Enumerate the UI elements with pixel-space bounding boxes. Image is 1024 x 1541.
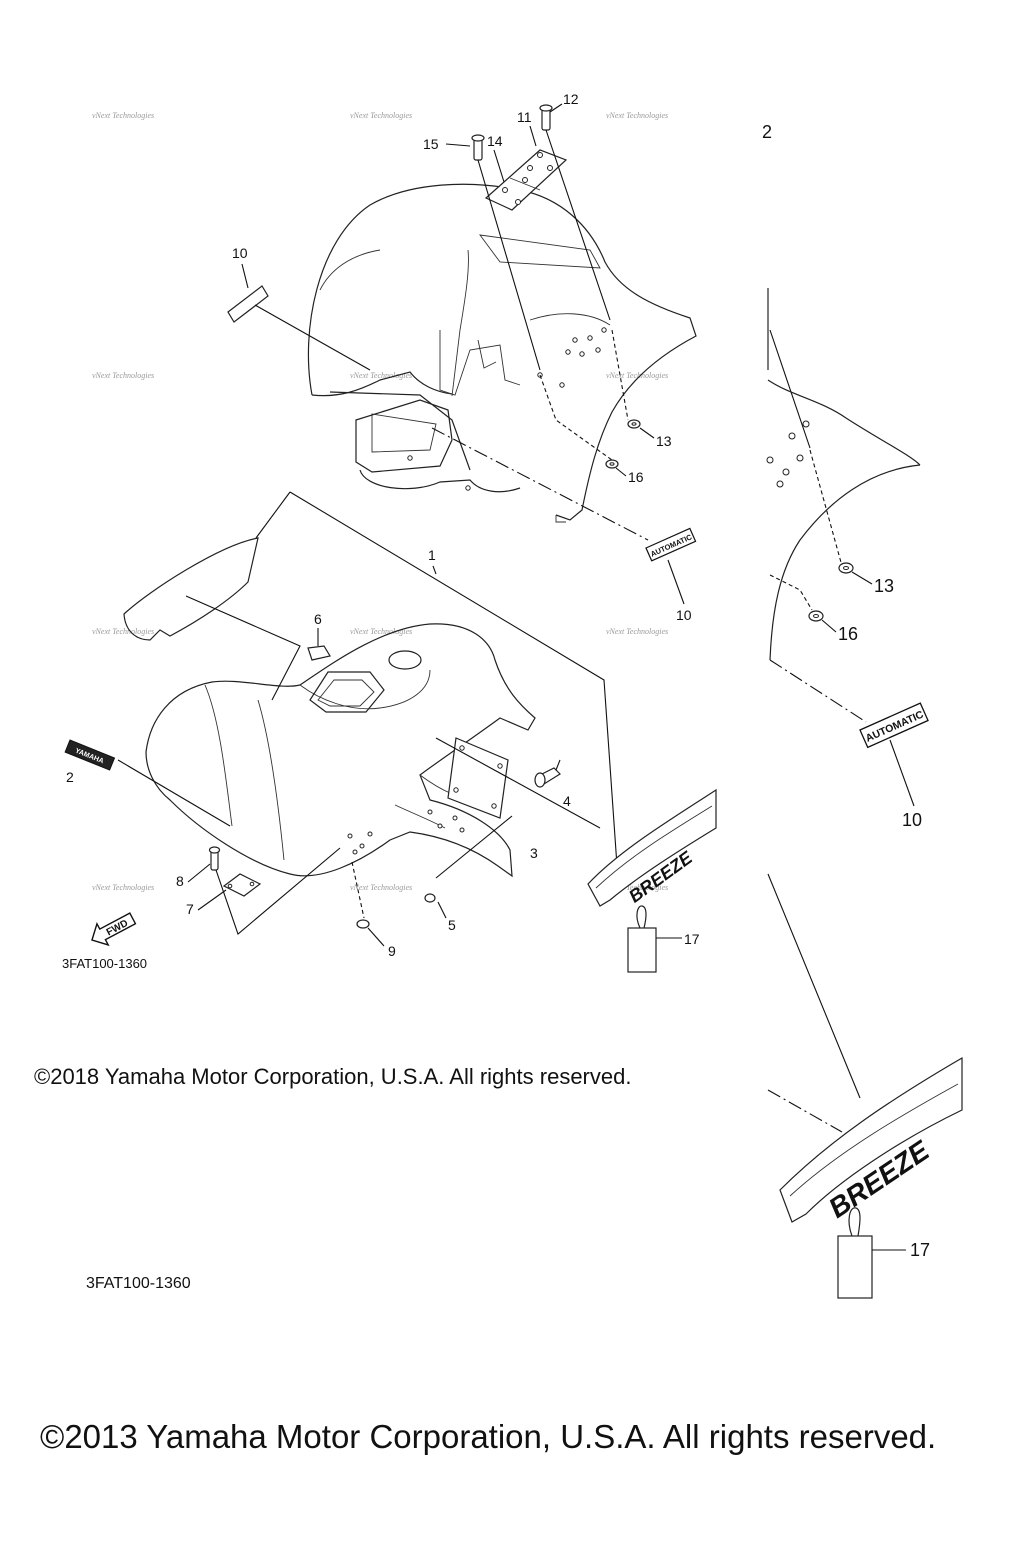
watermark: vNext Technologies — [92, 627, 154, 636]
ref-line-2 — [117, 759, 231, 827]
watermark: vNext Technologies — [606, 111, 668, 120]
breeze-decal: BREEZE — [587, 788, 717, 907]
decal-10-top — [227, 285, 649, 541]
watermark: vNext Technologies — [92, 111, 154, 120]
watermark: vNext Technologies — [606, 883, 668, 892]
callouts-main: 1 2 3 4 5 6 7 8 9 10 10 11 12 13 14 15 1… — [66, 91, 700, 959]
callout-1: 1 — [428, 547, 436, 563]
callout-6: 6 — [314, 611, 322, 627]
zoom-callout-2: 2 — [762, 122, 772, 142]
decal-6 — [307, 645, 331, 661]
watermark: vNext Technologies — [350, 371, 412, 380]
copyright-2013: ©2013 Yamaha Motor Corporation, U.S.A. A… — [40, 1418, 937, 1455]
front-fender-drawing — [123, 537, 536, 878]
callout-12: 12 — [563, 91, 579, 107]
zoom-callout-13: 13 — [874, 576, 894, 596]
watermark: vNext Technologies — [92, 883, 154, 892]
callout-4: 4 — [563, 793, 571, 809]
watermark: vNext Technologies — [606, 371, 668, 380]
rear-fender-drawing — [307, 183, 697, 523]
callout-13: 13 — [656, 433, 672, 449]
top-fastener-parts — [471, 104, 641, 469]
watermark: vNext Technologies — [350, 883, 412, 892]
zoom-callout-16: 16 — [838, 624, 858, 644]
callout-3: 3 — [530, 845, 538, 861]
yamaha-decal: YAMAHA — [64, 739, 116, 771]
callout-11: 11 — [517, 109, 532, 125]
lower-fasteners — [208, 846, 436, 935]
fwd-arrow-icon: FWD — [91, 912, 137, 947]
ref-line-1 — [255, 491, 619, 881]
callout-2: 2 — [66, 769, 74, 785]
watermarks: vNext Technologies vNext Technologies vN… — [92, 111, 668, 892]
zoom-callout-17: 17 — [910, 1240, 930, 1260]
ref-line-6 — [185, 595, 301, 701]
watermark: vNext Technologies — [350, 627, 412, 636]
part-code-small: 3FAT100-1360 — [62, 956, 148, 971]
callout-5: 5 — [448, 917, 456, 933]
callout-10b: 10 — [676, 607, 692, 623]
part-code-large: 3FAT100-1360 — [86, 1275, 191, 1292]
tag-17 — [627, 905, 657, 973]
callout-15: 15 — [423, 136, 439, 152]
watermark: vNext Technologies — [350, 111, 412, 120]
callout-16: 16 — [628, 469, 644, 485]
automatic-decal: AUTOMATIC — [645, 527, 697, 562]
callout-17: 17 — [684, 931, 700, 947]
zoom-callout-10: 10 — [902, 810, 922, 830]
callout-8: 8 — [176, 873, 184, 889]
watermark: vNext Technologies — [606, 627, 668, 636]
callout-14: 14 — [487, 133, 503, 149]
plate-3 — [435, 737, 601, 879]
callout-10a: 10 — [232, 245, 248, 261]
copyright-2018: ©2018 Yamaha Motor Corporation, U.S.A. A… — [34, 1064, 632, 1089]
watermark: vNext Technologies — [92, 371, 154, 380]
callout-9: 9 — [388, 943, 396, 959]
zoom-detail: 2 13 16 AUTOMATIC 10 BREEZE — [762, 122, 963, 1299]
fwd-label: FWD — [105, 918, 130, 938]
callout-7: 7 — [186, 901, 194, 917]
